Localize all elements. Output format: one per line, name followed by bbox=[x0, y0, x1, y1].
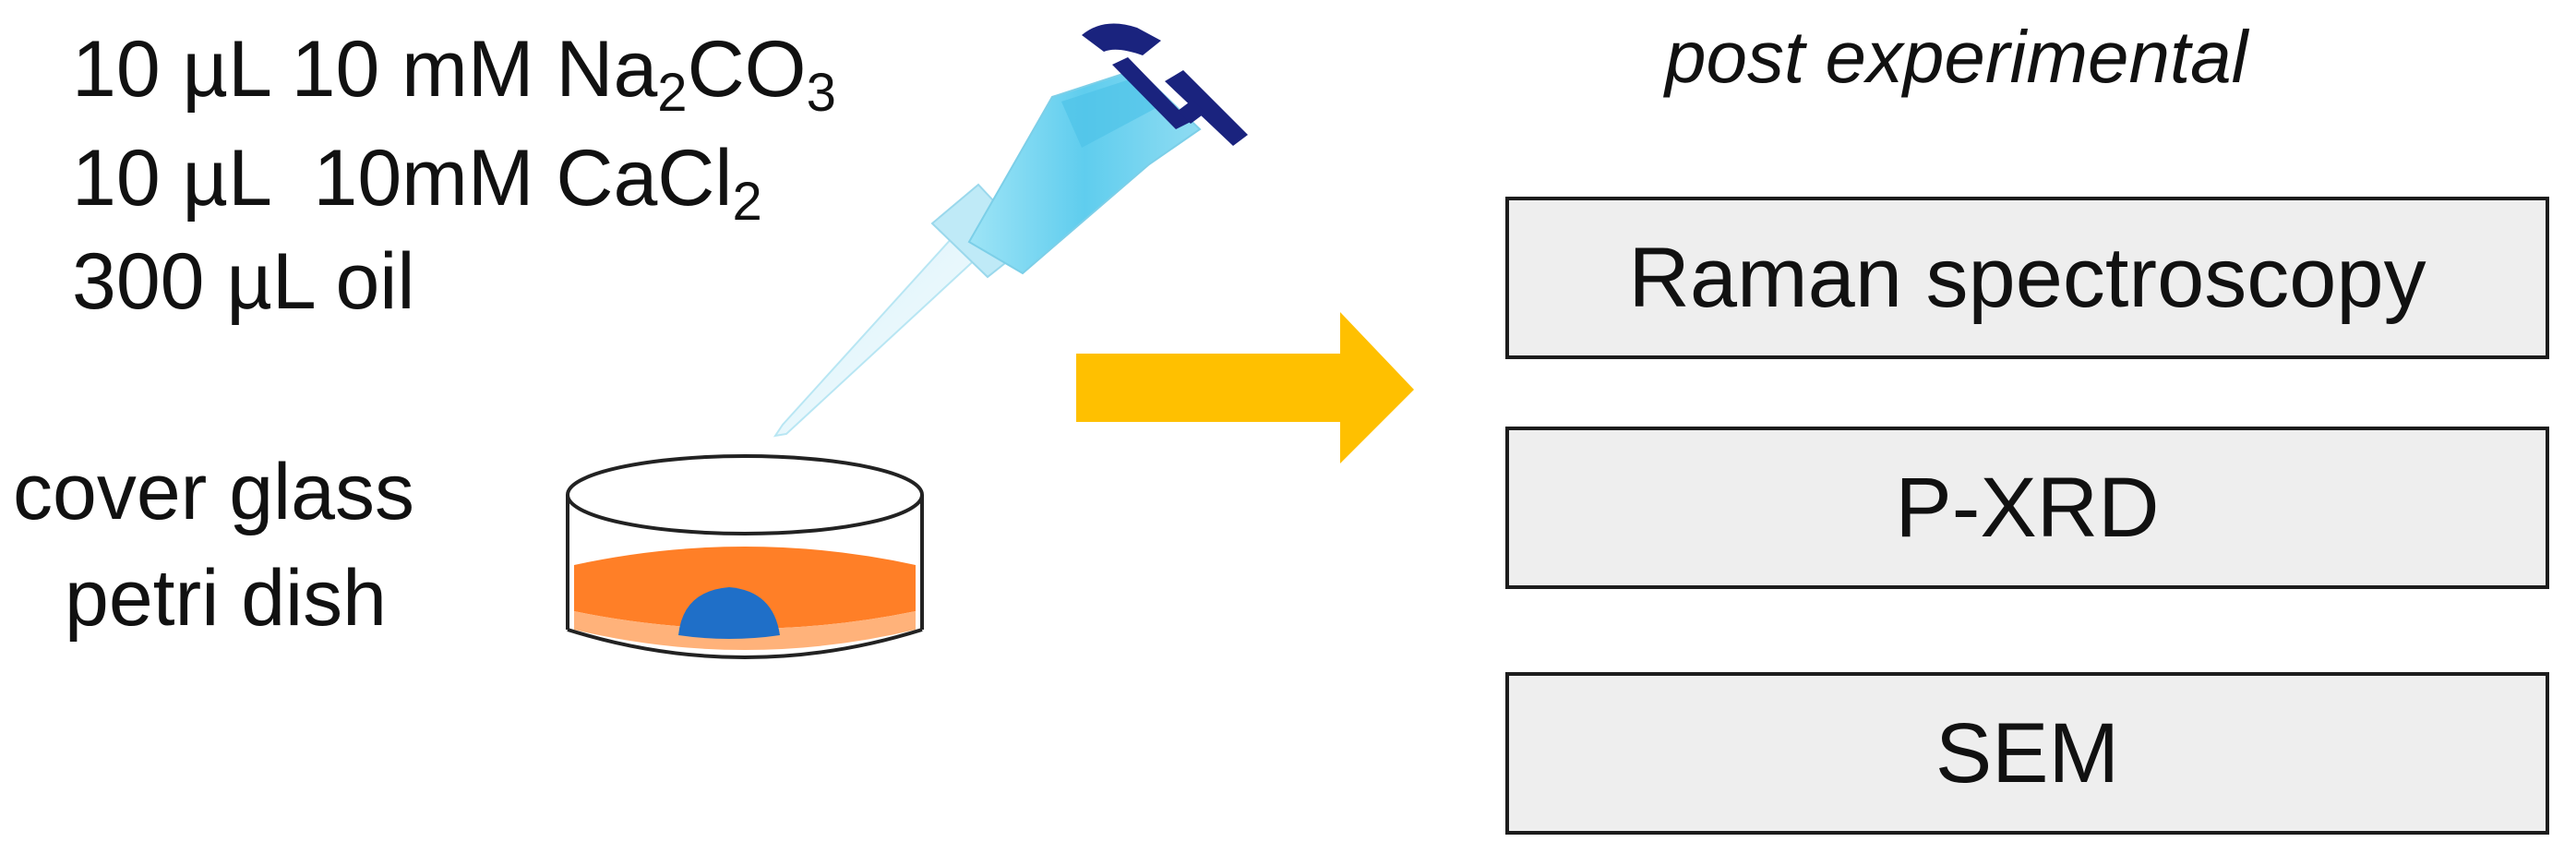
process-arrow-icon bbox=[1076, 312, 1414, 463]
method-label: P-XRD bbox=[1895, 460, 2160, 555]
reagent-line-cacl2: 10 µL 10mM CaCl2 bbox=[72, 134, 762, 232]
sample-label-petri-dish: petri dish bbox=[65, 554, 387, 643]
method-label: Raman spectroscopy bbox=[1628, 230, 2426, 325]
method-box-pxrd: P-XRD bbox=[1505, 427, 2549, 589]
petri-dish-icon bbox=[566, 454, 924, 659]
method-box-raman: Raman spectroscopy bbox=[1505, 197, 2549, 359]
post-experimental-title: post experimental bbox=[1665, 16, 2248, 98]
reagent-line-oil: 300 µL oil bbox=[72, 237, 415, 326]
method-label: SEM bbox=[1935, 705, 2120, 800]
reagent-line-na2co3: 10 µL 10 mM Na2CO3 bbox=[72, 25, 836, 123]
sample-label-cover-glass: cover glass bbox=[13, 448, 414, 536]
pipette-icon bbox=[773, 23, 1248, 438]
method-box-sem: SEM bbox=[1505, 672, 2549, 835]
